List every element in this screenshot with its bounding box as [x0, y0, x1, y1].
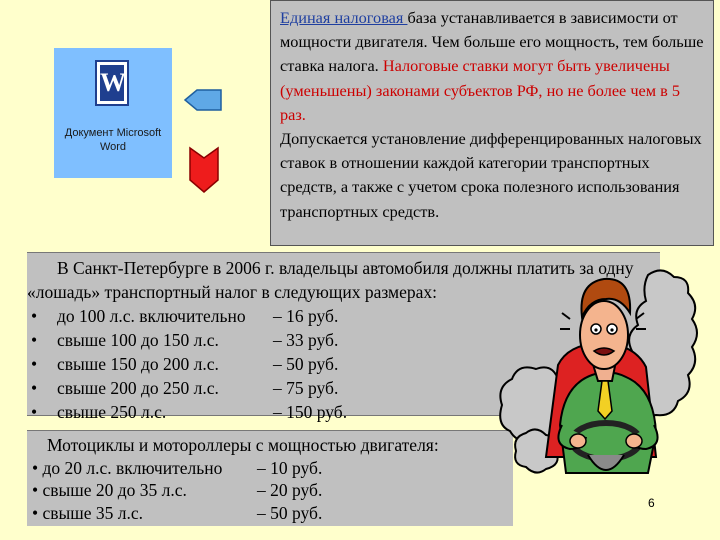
car-rates-list: •до 100 л.с. включительно– 16 руб. •свыш…	[27, 304, 660, 424]
list-item: •до 100 л.с. включительно– 16 руб.	[31, 306, 339, 326]
page-number: 6	[648, 496, 655, 510]
list-item: • до 20 л.с. включительно– 10 руб.	[32, 457, 323, 478]
list-item: •свыше 150 до 200 л.с.– 50 руб.	[31, 354, 339, 374]
moto-tax-rates-box: Мотоциклы и мотороллеры с мощностью двиг…	[27, 430, 513, 526]
word-document-label: Документ Microsoft Word	[64, 127, 162, 153]
differentiated-rates-text: Допускается установление дифференцирован…	[280, 129, 702, 221]
stressed-driver-illustration	[499, 269, 698, 474]
tax-base-text: база устанавливается в зависимости от мо…	[280, 8, 704, 76]
moto-rates-title: Мотоциклы и мотороллеры с мощностью двиг…	[47, 435, 439, 455]
list-item: • свыше 35 л.с.– 50 руб.	[32, 502, 323, 523]
tax-base-info-box: Единая налоговая база устанавливается в …	[270, 0, 714, 246]
word-logo-icon: W	[95, 60, 129, 106]
list-item: • свыше 20 до 35 л.с.– 20 руб.	[32, 480, 323, 500]
list-item: •свыше 200 до 250 л.с.– 75 руб.	[31, 378, 339, 398]
down-arrow-button[interactable]	[188, 146, 220, 194]
word-document-icon[interactable]: W Документ Microsoft Word	[54, 48, 172, 178]
rate-change-note: Налоговые ставки могут быть увеличены (у…	[280, 56, 681, 124]
back-arrow-button[interactable]	[184, 88, 224, 112]
tax-base-link[interactable]: Единая налоговая	[280, 8, 408, 27]
list-item: •свыше 250 л.с.– 150 руб.	[31, 402, 348, 422]
car-rates-intro: В Санкт-Петербурге в 2006 г. владельцы а…	[27, 258, 634, 302]
list-item: •свыше 100 до 150 л.с.– 33 руб.	[31, 330, 339, 350]
